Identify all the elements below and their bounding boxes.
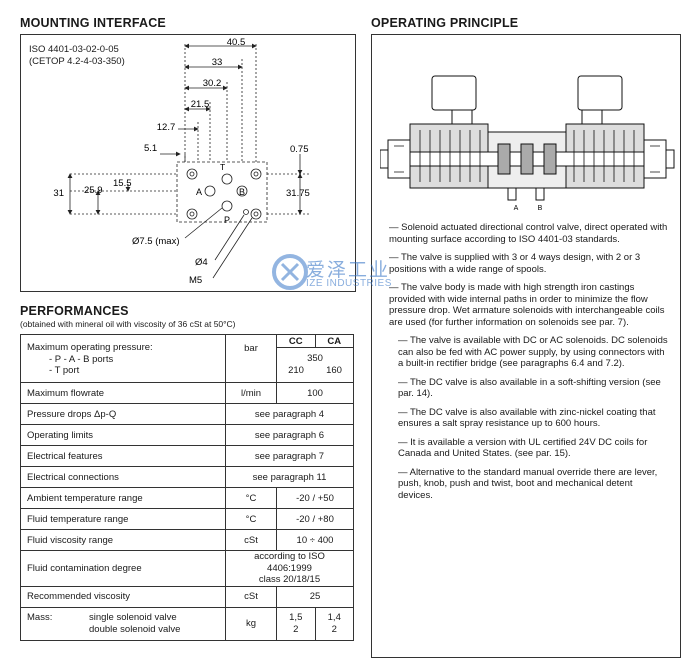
pressure-pab-value: 350 [307, 353, 323, 364]
row-value: -20 / +50 [276, 487, 354, 509]
valve-port-a: A [514, 205, 519, 210]
pressure-unit: bar [225, 334, 277, 383]
contamination-value-2: class 20/18/15 [258, 574, 321, 585]
dim-40-5: 40.5 [227, 37, 246, 48]
pressure-t-cc: 210 [288, 365, 304, 376]
table-row: Mass: single solenoid valve double solen… [20, 606, 354, 641]
table-row: 350 210 160 [21, 347, 354, 383]
hole-4-label: Ø4 [195, 257, 208, 268]
operating-principle-box [371, 34, 681, 658]
mounting-interface-title: MOUNTING INTERFACE [20, 16, 166, 30]
recommended-value: 25 [276, 585, 354, 608]
performances-table: Maximum operating pressure: - P - A - B … [20, 334, 354, 641]
row-value: 100 [276, 382, 354, 404]
dim-0-75: 0.75 [290, 144, 309, 155]
row-label: Ambient temperature range [20, 487, 226, 509]
row-unit: °C [225, 487, 277, 509]
pressure-label: Maximum operating pressure: [27, 342, 153, 354]
op-paragraph: — Alternative to the standard manual ove… [398, 466, 658, 501]
port-t-label: T [220, 162, 225, 172]
mass-ca-double: 2 [331, 623, 337, 635]
dim-5-1: 5.1 [144, 143, 157, 154]
dim-25-9: 25.9 [84, 185, 103, 196]
watermark-en: IZE INDUSTRIES [306, 278, 392, 289]
row-label: Electrical connections [20, 466, 226, 488]
valve-section-drawing: A B [380, 75, 675, 210]
row-value: see paragraph 11 [225, 466, 354, 488]
mass-cc-single: 1,5 [289, 611, 303, 623]
recommended-unit: cSt [225, 585, 277, 608]
row-unit: °C [225, 508, 277, 530]
col-cc-header: CC [276, 334, 316, 348]
operating-principle-title: OPERATING PRINCIPLE [371, 16, 519, 30]
table-row: Maximum operating pressure: - P - A - B … [20, 334, 354, 383]
dim-30-2: 30.2 [203, 78, 222, 89]
table-row: Fluid contamination degree according to … [20, 550, 354, 587]
op-paragraph: — The valve is available with DC or AC s… [398, 335, 668, 369]
row-label: Pressure drops Δp-Q [20, 403, 226, 425]
op-paragraph: — The valve body is made with high stren… [389, 282, 665, 328]
dim-31-75: 31.75 [286, 188, 310, 199]
watermark-cn: 爱泽工业 [306, 260, 391, 281]
mounting-standard-iso: ISO 4401-03-02-0-05 [29, 44, 119, 55]
dim-31: 31 [53, 188, 64, 199]
ize-logo-icon [270, 252, 310, 292]
contamination-value-1: according to ISO 4406:1999 [254, 551, 325, 574]
row-unit: cSt [225, 529, 277, 551]
mass-ca-single: 1,4 [327, 611, 341, 623]
pressure-sub-pab: - P - A - B ports [49, 353, 114, 365]
hole-7-5-label: Ø7.5 (max) [132, 236, 180, 247]
performances-title: PERFORMANCES [20, 304, 129, 318]
mass-unit: kg [225, 606, 277, 641]
row-value: 10 ÷ 400 [276, 529, 354, 551]
row-value: -20 / +80 [276, 508, 354, 530]
row-label: Maximum flowrate [20, 382, 226, 404]
mounting-interface-drawing: 40.5 33 30.2 21.5 12.7 5.1 15.5 25.9 31 … [53, 37, 310, 286]
op-paragraph: — It is available a version with UL cert… [398, 436, 648, 460]
dim-15-5: 15.5 [113, 178, 132, 189]
row-label: Fluid viscosity range [20, 529, 226, 551]
col-ca-header: CA [314, 334, 354, 348]
row-label: Operating limits [20, 424, 226, 446]
contamination-label: Fluid contamination degree [20, 550, 226, 587]
mass-cc-double: 2 [293, 623, 299, 635]
op-paragraph: — The valve is supplied with 3 or 4 ways… [389, 252, 641, 275]
pressure-t-ca: 160 [326, 365, 342, 376]
mounting-standard-cetop: (CETOP 4.2-4-03-350) [29, 56, 125, 67]
row-value: see paragraph 7 [225, 445, 354, 467]
pressure-sub-t: - T port [49, 365, 80, 377]
valve-port-b: B [538, 205, 543, 210]
m5-label: M5 [189, 275, 202, 286]
mass-label: Mass: [27, 611, 53, 623]
row-label: Fluid temperature range [20, 508, 226, 530]
port-p-label: P [224, 215, 230, 225]
op-paragraph: — The DC valve is also available with zi… [398, 406, 656, 430]
mounting-interface-box [20, 34, 356, 292]
performances-subtitle: (obtained with mineral oil with viscosit… [20, 319, 236, 329]
table-row: Fluid temperature range°C-20 / +80 [20, 508, 354, 530]
row-value: see paragraph 6 [225, 424, 354, 446]
dim-21-5: 21.5 [191, 99, 210, 110]
op-paragraph: — Solenoid actuated directional control … [389, 222, 668, 245]
mass-single-label: single solenoid valve [89, 611, 177, 623]
port-b-label: B [239, 187, 245, 197]
recommended-label: Recommended viscosity [20, 585, 226, 608]
dim-12-7: 12.7 [157, 122, 176, 133]
mass-double-label: double solenoid valve [89, 623, 181, 635]
operating-principle-text: — Solenoid actuated directional control … [389, 222, 669, 508]
table-row: Ambient temperature range°C-20 / +50 [20, 487, 354, 509]
dim-33: 33 [212, 57, 223, 68]
row-label: Electrical features [20, 445, 226, 467]
port-a-label: A [196, 187, 202, 197]
row-value: see paragraph 4 [225, 403, 354, 425]
op-paragraph: — The DC valve is also available in a so… [398, 376, 661, 400]
row-unit: l/min [225, 382, 277, 404]
